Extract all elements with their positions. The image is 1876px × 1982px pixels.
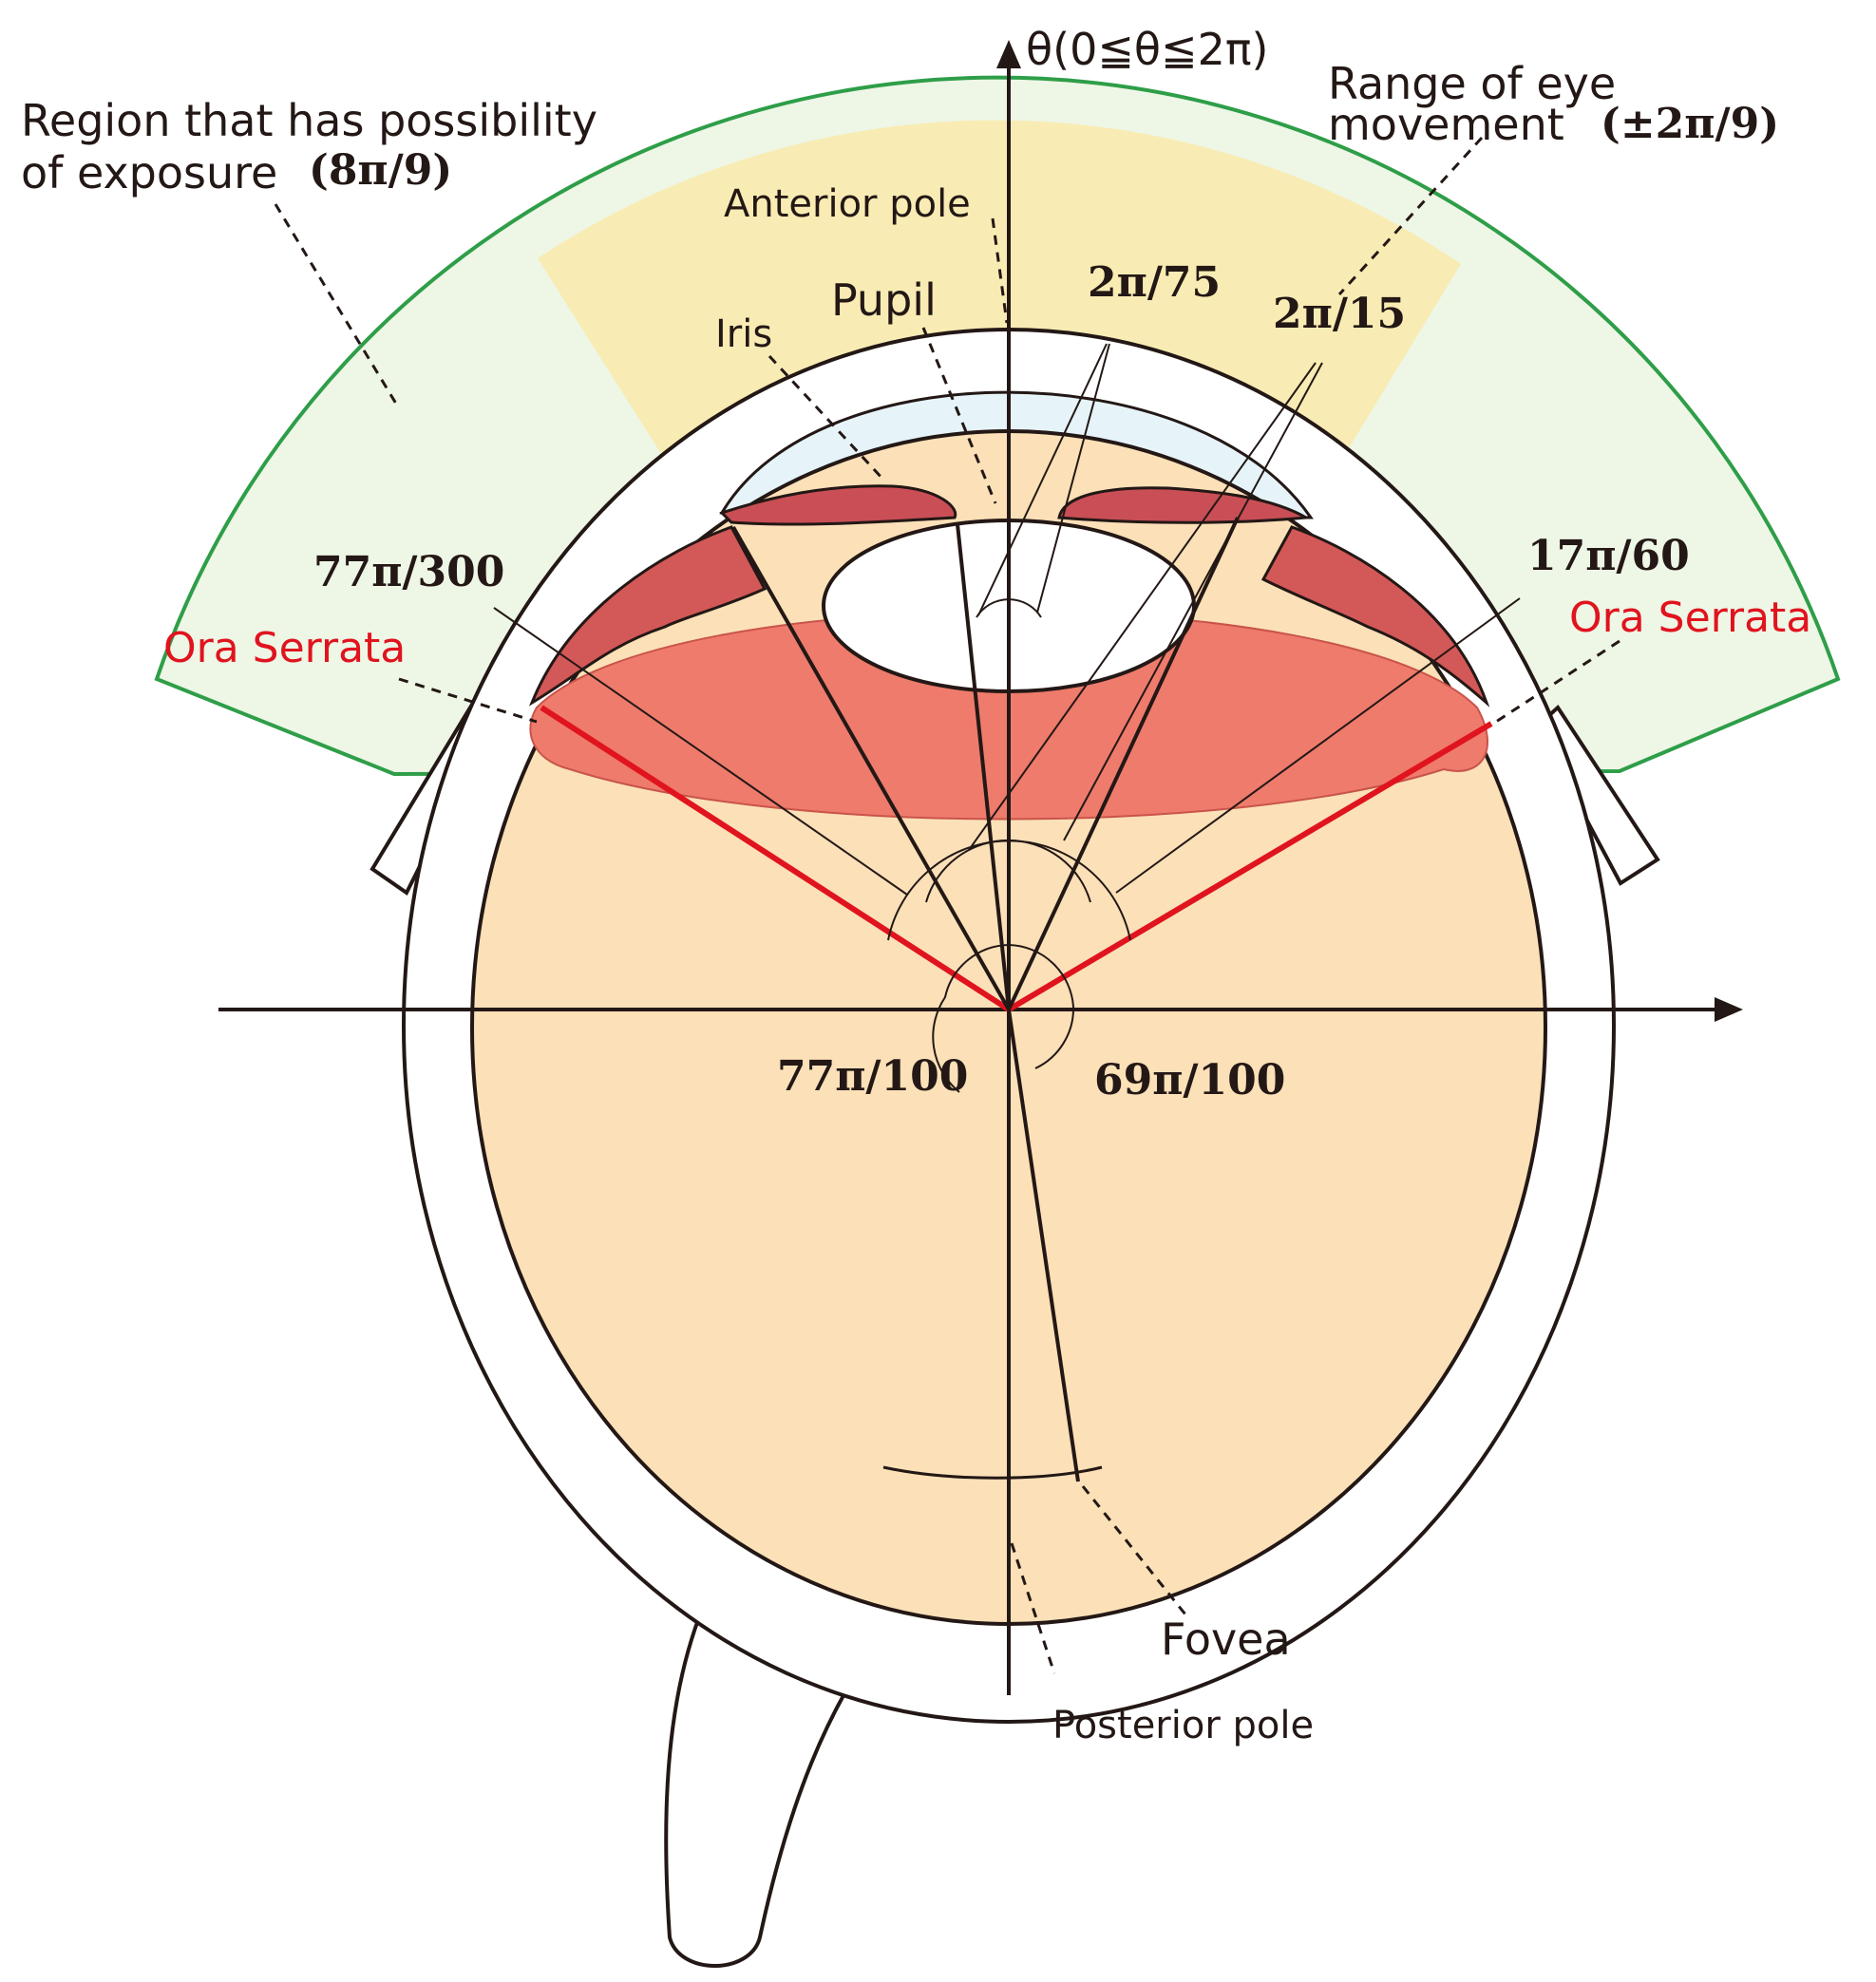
theta-axis-label: θ(0≦θ≦2π) bbox=[1026, 24, 1269, 75]
posterior-retina-bump bbox=[882, 1465, 1103, 1480]
fovea-label: Fovea bbox=[1161, 1614, 1291, 1665]
anterior-pole-label: Anterior pole bbox=[724, 182, 971, 226]
horizontal-axis-arrow bbox=[1715, 997, 1743, 1022]
exposure-region-label-line1: Region that has possibility bbox=[21, 95, 597, 146]
angle-2pi-75: 2π/75 bbox=[1088, 258, 1221, 307]
posterior-pole-label: Posterior pole bbox=[1052, 1704, 1314, 1747]
eye-movement-value: (±2π/9) bbox=[1601, 100, 1779, 148]
eye-movement-label-line2: movement bbox=[1328, 99, 1564, 150]
ciliary-body-right bbox=[1260, 525, 1490, 708]
ciliary-body-left bbox=[528, 525, 767, 707]
ora-serrata-left-label: Ora Serrata bbox=[163, 624, 406, 672]
ora-serrata-line-right bbox=[1007, 721, 1493, 1012]
angle-69pi-100: 69π/100 bbox=[1094, 1056, 1285, 1104]
iris-left bbox=[719, 484, 957, 526]
ora-serrata-line-left bbox=[540, 705, 1011, 1012]
angle-17pi-60: 17π/60 bbox=[1527, 532, 1690, 580]
exposure-region-label-line2: of exposure bbox=[21, 147, 277, 198]
leader-lines bbox=[274, 136, 1620, 1674]
exposure-region-value: (8π/9) bbox=[309, 146, 452, 195]
ora-serrata-right-label: Ora Serrata bbox=[1569, 594, 1811, 642]
iris-right bbox=[1057, 486, 1311, 524]
eye-movement-label-line1: Range of eye bbox=[1328, 58, 1616, 109]
iris-label: Iris bbox=[715, 312, 772, 356]
vertical-axis-arrow bbox=[996, 40, 1021, 68]
pupil-label: Pupil bbox=[831, 274, 937, 326]
angle-77pi-100: 77π/100 bbox=[777, 1052, 968, 1101]
angle-77pi-300: 77π/300 bbox=[313, 548, 504, 596]
angle-2pi-15: 2π/15 bbox=[1273, 290, 1406, 338]
angle-lines bbox=[493, 343, 1521, 1482]
angle-arcs bbox=[887, 598, 1131, 1093]
